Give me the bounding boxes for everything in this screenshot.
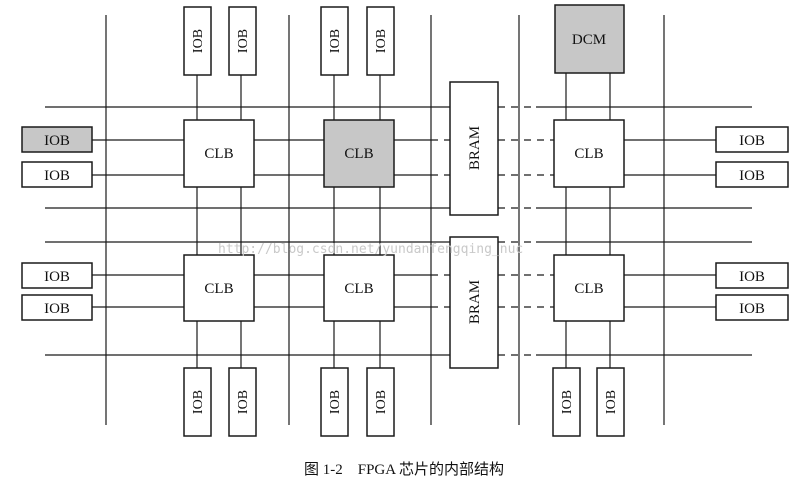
clb-label: CLB [204, 281, 233, 297]
iob-right-4: IOB [715, 294, 789, 321]
iob-right-2: IOB [715, 161, 789, 188]
watermark-text: http://blog.csdn.net/yundanfengqing_nuc [218, 242, 523, 257]
iob-top-4: IOB [366, 6, 395, 76]
bram-label: BRAM [467, 126, 483, 170]
iob-vertical-connections [196, 73, 611, 390]
iob-label: IOB [328, 390, 343, 414]
clb-bottom-right: CLB [553, 254, 625, 322]
iob-label: IOB [236, 29, 251, 53]
iob-label: IOB [44, 269, 70, 285]
clb-bottom-left: CLB [183, 254, 255, 322]
routing-vertical-lines [105, 15, 665, 425]
iob-label: IOB [374, 29, 389, 53]
iob-bottom-2: IOB [228, 367, 257, 437]
iob-label: IOB [374, 390, 389, 414]
iob-bottom-5: IOB [552, 367, 581, 437]
iob-right-1: IOB [715, 126, 789, 153]
iob-label: IOB [560, 390, 575, 414]
iob-left-1: IOB [21, 126, 93, 153]
figure-caption: 图 1-2 FPGA 芯片的内部结构 [304, 461, 504, 478]
iob-left-4: IOB [21, 294, 93, 321]
dcm-block: DCM [554, 4, 625, 74]
bram-bottom: BRAM [449, 236, 499, 369]
iob-label: IOB [236, 390, 251, 414]
iob-right-3: IOB [715, 262, 789, 289]
clb-top-left: CLB [183, 119, 255, 188]
iob-top-1: IOB [183, 6, 212, 76]
iob-label: IOB [191, 29, 206, 53]
bram-top: BRAM [449, 81, 499, 216]
iob-label: IOB [739, 133, 765, 149]
iob-top-2: IOB [228, 6, 257, 76]
clb-label: CLB [344, 281, 373, 297]
bram-label: BRAM [467, 280, 483, 324]
clb-top-right: CLB [553, 119, 625, 188]
iob-bottom-3: IOB [320, 367, 349, 437]
iob-top-3: IOB [320, 6, 349, 76]
iob-left-3: IOB [21, 262, 93, 289]
iob-label: IOB [739, 301, 765, 317]
dcm-label: DCM [572, 32, 606, 48]
clb-connection-lines [92, 139, 716, 308]
iob-left-2: IOB [21, 161, 93, 188]
iob-label: IOB [739, 269, 765, 285]
clb-label: CLB [574, 281, 603, 297]
clb-label: CLB [574, 146, 603, 162]
iob-label: IOB [44, 133, 70, 149]
iob-label: IOB [604, 390, 619, 414]
iob-label: IOB [44, 301, 70, 317]
clb-top-middle: CLB [323, 119, 395, 188]
clb-bottom-middle: CLB [323, 254, 395, 322]
iob-bottom-1: IOB [183, 367, 212, 437]
iob-bottom-4: IOB [366, 367, 395, 437]
routing-horizontal-lines [45, 106, 752, 356]
clb-label: CLB [204, 146, 233, 162]
iob-label: IOB [191, 390, 206, 414]
iob-label: IOB [44, 168, 70, 184]
iob-label: IOB [739, 168, 765, 184]
clb-label: CLB [344, 146, 373, 162]
iob-bottom-6: IOB [596, 367, 625, 437]
iob-label: IOB [328, 29, 343, 53]
